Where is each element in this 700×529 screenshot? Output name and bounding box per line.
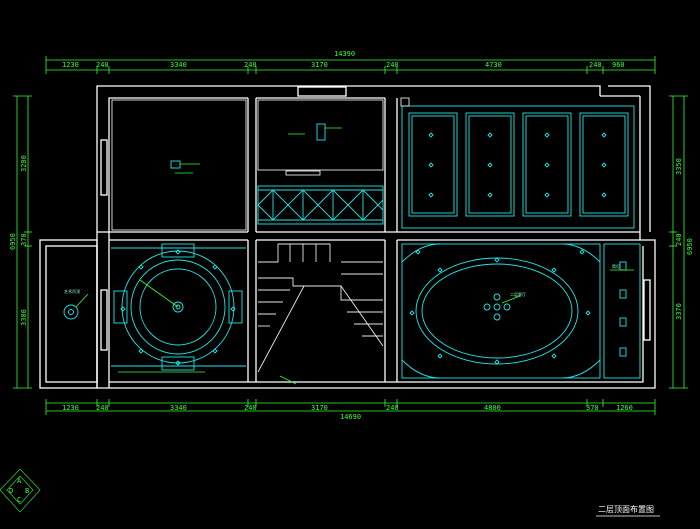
bottom-dim-8: 370: [586, 404, 599, 412]
living-room-label: 二层客厅: [510, 291, 526, 297]
left-annex-label: 艺术吊顶: [64, 288, 80, 294]
ceiling-panel-4: [579, 112, 629, 217]
left-dim-3: 3300: [20, 309, 28, 326]
left-annex: 艺术吊顶: [63, 288, 89, 320]
logo-letter-c: C: [17, 496, 21, 504]
top-dim-1: 1230: [62, 61, 79, 69]
stairwell: [257, 243, 384, 385]
top-dim-8: 240: [589, 61, 602, 69]
left-dim-1: 3280: [20, 155, 28, 172]
abcd-logo: A B C D: [0, 468, 41, 513]
bottom-dim-2: 240: [96, 404, 109, 412]
bottom-left-room: [111, 243, 246, 373]
logo-letter-b: B: [25, 487, 29, 495]
top-dim-3: 3340: [170, 61, 187, 69]
bottom-dim-3: 3340: [170, 404, 187, 412]
bottom-dim-1: 1230: [62, 404, 79, 412]
right-side-strip: 筒灯: [603, 243, 641, 379]
bottom-dim-5: 3170: [311, 404, 328, 412]
bottom-dim-9: 1260: [616, 404, 633, 412]
top-dim-9: 960: [612, 61, 625, 69]
right-dim-1: 3350: [675, 158, 683, 175]
ceiling-panel-3: [522, 112, 572, 217]
building-walls: [39, 85, 656, 389]
bottom-overall-dimension: 14690: [340, 413, 361, 421]
panel-light-points: [428, 132, 607, 198]
ceiling-panel-1: [408, 112, 458, 217]
top-dimension-chain: 14390 1230 240 3340 240 3170 240 4730 24…: [45, 50, 656, 74]
bottom-dim-4: 240: [244, 404, 257, 412]
top-middle-room: [257, 99, 384, 225]
top-overall-dimension: 14390: [334, 50, 355, 58]
right-dim-3: 3370: [675, 303, 683, 320]
bottom-dimension-chain: 1230 240 3340 240 3170 240 4800 370 1260…: [45, 399, 656, 421]
bottom-dim-7: 4800: [484, 404, 501, 412]
right-dim-2: 240: [675, 233, 683, 246]
top-right-room: [400, 97, 635, 229]
top-dim-7: 4730: [485, 61, 502, 69]
top-dim-5: 3170: [311, 61, 328, 69]
left-dimension-chain: 6950 3280 370 3300: [9, 95, 32, 389]
left-dim-2: 370: [20, 233, 28, 246]
drawing-title-block: 二层顶面布置图: [596, 504, 660, 517]
logo-letter-d: D: [9, 487, 13, 495]
ceiling-panel-2: [465, 112, 515, 217]
top-dim-2: 240: [96, 61, 109, 69]
living-room: 二层客厅: [401, 243, 601, 379]
lamp-tag-label: 筒灯: [612, 263, 620, 269]
top-dim-4: 240: [244, 61, 257, 69]
right-dimension-chain: 3350 240 6950 3370: [669, 95, 694, 389]
left-overall-dimension: 6950: [9, 233, 17, 250]
top-left-room: [111, 99, 247, 231]
logo-letter-a: A: [17, 477, 22, 485]
right-overall-dimension: 6950: [686, 238, 694, 255]
drawing-title: 二层顶面布置图: [598, 504, 654, 514]
top-dim-6: 240: [386, 61, 399, 69]
bottom-dim-6: 240: [386, 404, 399, 412]
